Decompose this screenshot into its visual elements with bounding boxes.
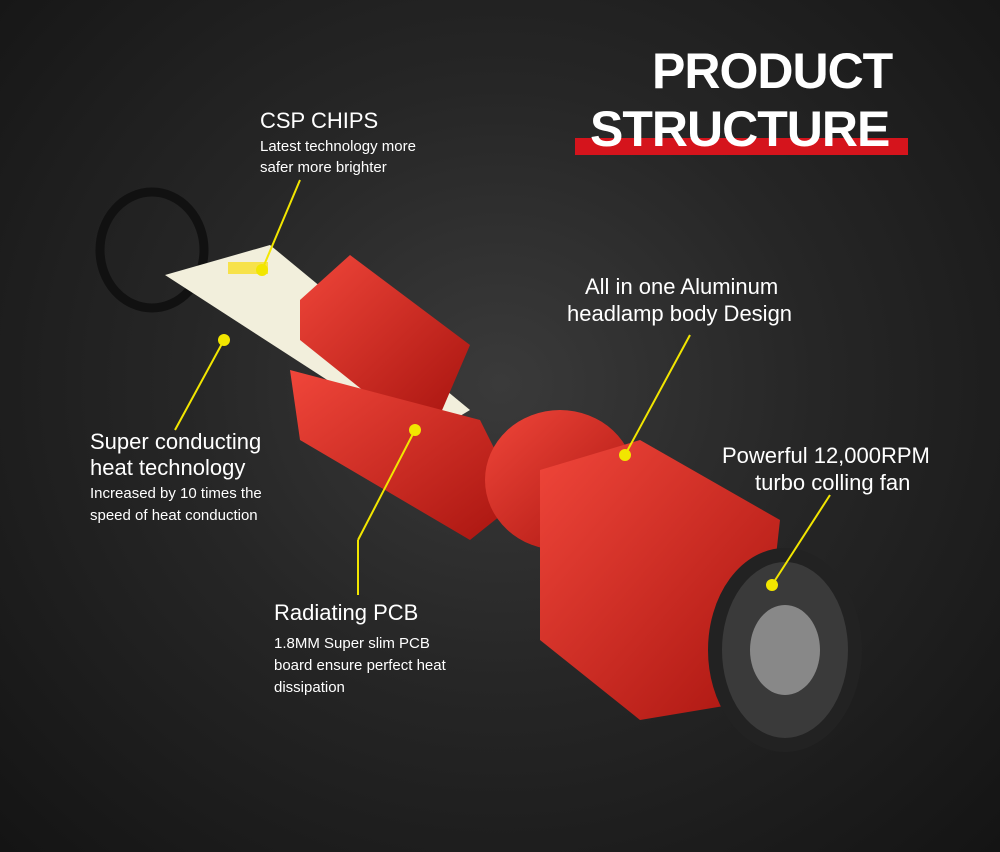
bracket	[300, 255, 470, 420]
pcb-desc-2: board ensure perfect heat	[274, 657, 446, 674]
fan-hub	[750, 605, 820, 695]
o-ring	[95, 187, 209, 313]
fan-line-1: Powerful 12,000RPM	[722, 443, 930, 468]
csp-desc-2: safer more brighter	[260, 159, 387, 176]
title-underline	[575, 138, 908, 155]
leader-lines	[174, 179, 831, 595]
aluminum-line-1: All in one Aluminum	[585, 274, 779, 299]
heat-line-2: heat technology	[90, 455, 246, 480]
heat-desc-1: Increased by 10 times the	[90, 485, 262, 502]
leader-dots	[218, 264, 778, 591]
heat-line-1: Super conducting	[90, 429, 262, 454]
csp-desc-1: Latest technology more	[260, 138, 416, 155]
title-line-1: PRODUCT	[652, 43, 893, 99]
pcb-heading: Radiating PCB	[274, 600, 419, 625]
csp-heading: CSP CHIPS	[260, 108, 379, 133]
pcb-desc-3: dissipation	[274, 679, 345, 696]
neck	[290, 370, 520, 540]
title-line-2: STRUCTURE	[590, 101, 890, 157]
aluminum-line-2: headlamp body Design	[567, 301, 793, 326]
heat-desc-2: speed of heat conduction	[90, 507, 258, 524]
pcb-desc-1: 1.8MM Super slim PCB	[274, 635, 430, 652]
fan-line-2: turbo colling fan	[755, 470, 911, 495]
